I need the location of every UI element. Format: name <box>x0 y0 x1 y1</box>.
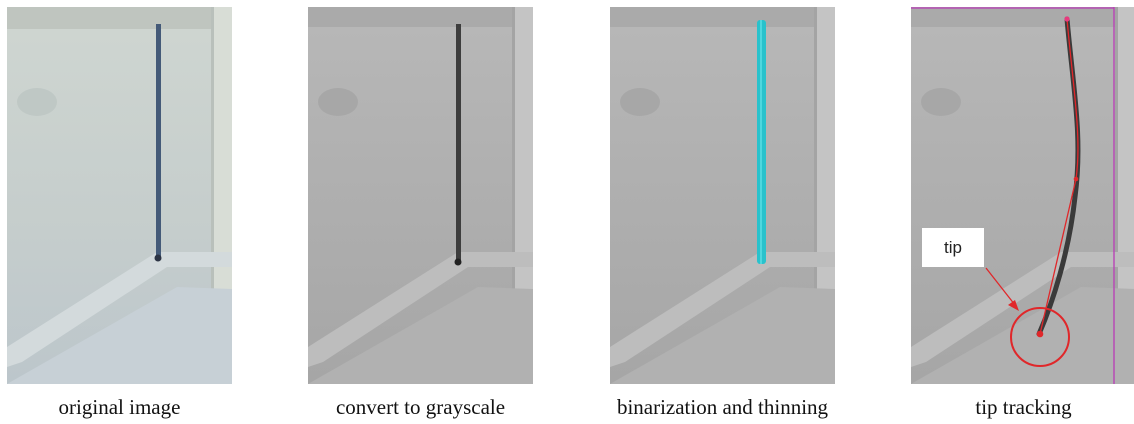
tracking-line <box>1039 18 1079 335</box>
binarization-panel <box>610 7 835 384</box>
caption-binarization-and-thinning: binarization and thinning <box>616 395 829 419</box>
tip-tracking-image <box>911 7 1134 384</box>
binarization-image <box>610 7 835 384</box>
rod <box>156 24 161 258</box>
original-image <box>7 7 232 384</box>
base-point <box>1064 16 1070 22</box>
caption-original-image: original image <box>58 395 181 419</box>
grayscale-panel <box>308 7 533 384</box>
tip-circle <box>1010 307 1070 367</box>
caption-convert-to-grayscale: convert to grayscale <box>335 395 506 419</box>
grayscale-image <box>308 7 533 384</box>
tip-arrow <box>985 267 1016 306</box>
mid-point <box>1073 176 1079 182</box>
tip-tracking-panel <box>911 7 1134 384</box>
rod <box>456 24 461 262</box>
original-image-panel <box>7 7 232 384</box>
caption-tip-tracking: tip tracking <box>975 395 1072 419</box>
tip-label: tip <box>922 228 984 267</box>
tip-point <box>1036 330 1044 338</box>
